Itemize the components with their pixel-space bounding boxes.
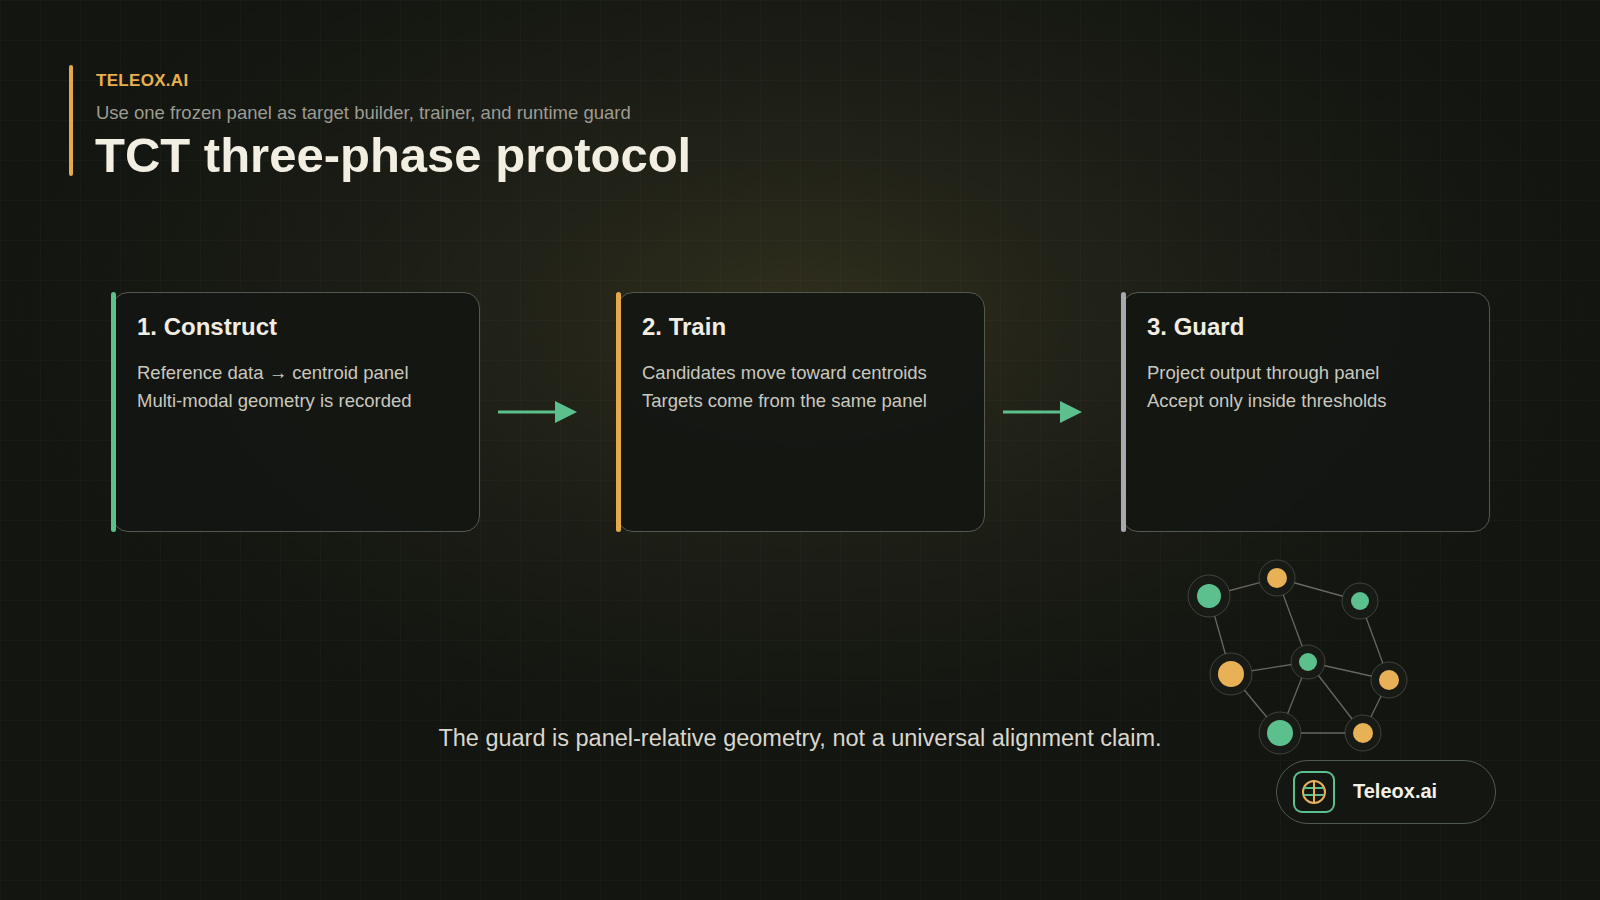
node-halo	[1188, 575, 1230, 617]
node-halo	[1259, 712, 1301, 754]
network-node	[1197, 584, 1221, 608]
network-node	[1379, 670, 1399, 690]
node-halo	[1345, 715, 1381, 751]
brand-badge: Teleox.ai	[1276, 760, 1496, 824]
process-box: 1. ConstructReference data → centroid pa…	[112, 292, 480, 532]
icon-ring	[1303, 781, 1325, 803]
network-node	[1267, 568, 1287, 588]
network-node	[1351, 592, 1369, 610]
arrow-shaft	[1003, 411, 1064, 414]
network-node	[1299, 653, 1317, 671]
network-nodes	[1188, 560, 1407, 754]
arrow-head	[1060, 401, 1082, 423]
node-halo	[1259, 560, 1295, 596]
accent-bar	[616, 292, 621, 532]
brand-label: TELEOX.AI	[96, 71, 188, 91]
network-node	[1267, 720, 1293, 746]
process-box: 2. TrainCandidates move toward centroids…	[617, 292, 985, 532]
step-text: Accept only inside thresholds	[1147, 387, 1469, 415]
subtitle: Use one frozen panel as target builder, …	[96, 102, 631, 124]
caption: The guard is panel-relative geometry, no…	[0, 725, 1600, 752]
arrow-head	[555, 401, 577, 423]
accent-bar	[111, 292, 116, 532]
arrow-shaft	[498, 411, 559, 414]
network-illustration	[1209, 578, 1389, 733]
node-halo	[1342, 583, 1378, 619]
node-halo	[1291, 645, 1325, 679]
brand-icon	[1293, 771, 1335, 813]
process-box: 3. GuardProject output through panelAcce…	[1122, 292, 1490, 532]
step-text: Reference data → centroid panel	[137, 359, 459, 387]
step-text: Project output through panel	[1147, 359, 1469, 387]
step-text: Targets come from the same panel	[642, 387, 964, 415]
title-accent-bar	[69, 65, 73, 176]
step-heading: 1. Construct	[137, 313, 459, 341]
node-halo	[1371, 662, 1407, 698]
node-halo	[1210, 653, 1252, 695]
flow-arrow	[1003, 401, 1082, 423]
brand-name: Teleox.ai	[1353, 780, 1437, 803]
brand-icon-symbol	[1295, 773, 1333, 811]
title: TCT three-phase protocol	[95, 127, 691, 183]
accent-bar	[1121, 292, 1126, 532]
icon-stem	[1313, 781, 1315, 803]
network-node	[1218, 661, 1244, 687]
step-text: Candidates move toward centroids	[642, 359, 964, 387]
flow-arrow	[498, 401, 577, 423]
network-node	[1353, 723, 1373, 743]
step-heading: 3. Guard	[1147, 313, 1469, 341]
step-heading: 2. Train	[642, 313, 964, 341]
step-text: Multi-modal geometry is recorded	[137, 387, 459, 415]
